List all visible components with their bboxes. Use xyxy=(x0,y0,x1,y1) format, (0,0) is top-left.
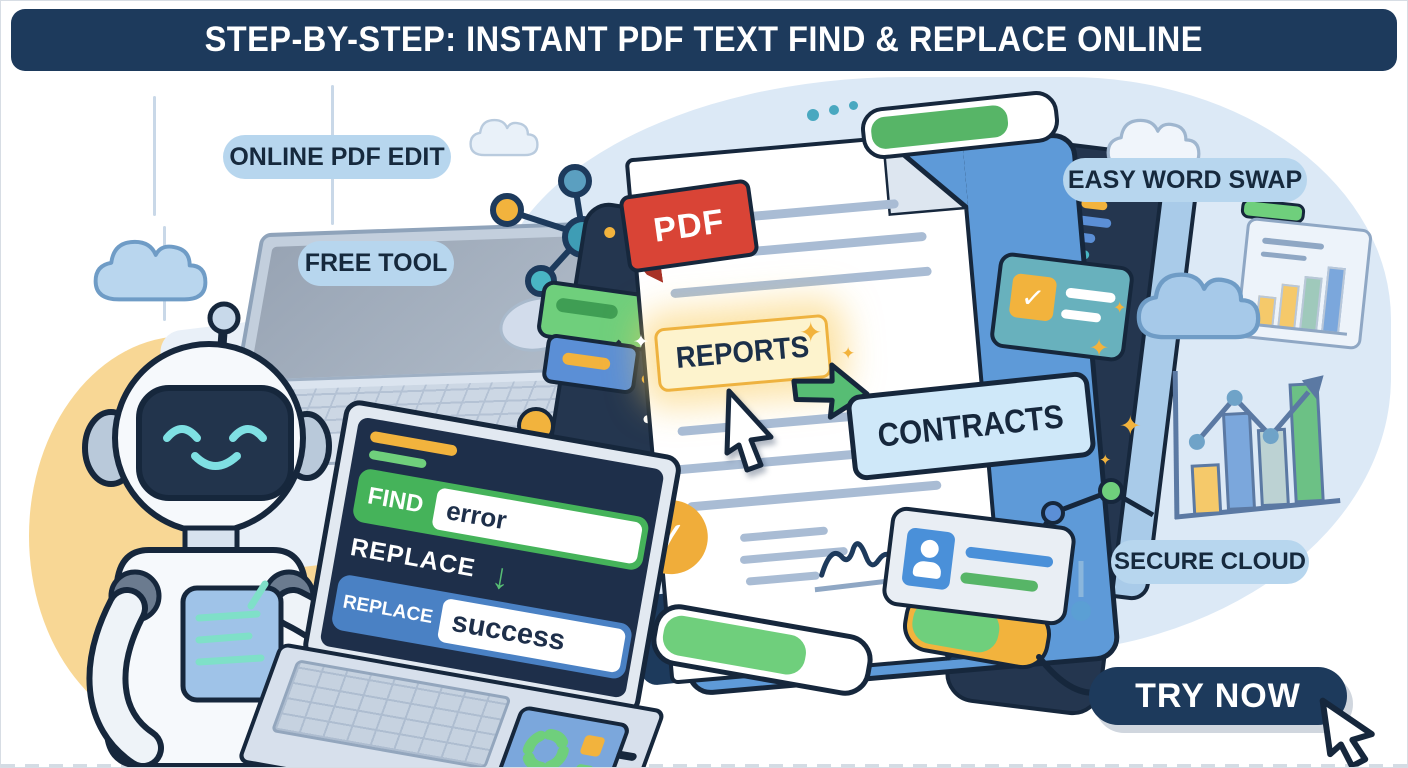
accent-bar xyxy=(368,449,428,469)
sparkle-icon: ✦ xyxy=(1089,335,1110,362)
laptop-base xyxy=(236,642,667,767)
sparkle-icon: ✦ xyxy=(1099,452,1112,469)
badge-label: SECURE CLOUD xyxy=(1113,548,1306,575)
avatar xyxy=(901,527,956,591)
replace-input[interactable]: success xyxy=(436,597,627,674)
replace-row-label: REPLACE xyxy=(341,591,435,628)
badge-secure-cloud: SECURE CLOUD xyxy=(1111,540,1309,584)
cloud-icon xyxy=(1106,118,1201,170)
down-arrow-icon: ↓ xyxy=(488,554,514,598)
find-replace-panel: FIND error REPLACE ↓ REPLACE success xyxy=(319,416,665,699)
text-line xyxy=(745,571,821,586)
cursor-icon xyxy=(724,388,774,473)
dot xyxy=(849,101,858,110)
dot xyxy=(807,109,819,121)
sparkle-icon: ✦ xyxy=(633,332,649,353)
wall-line xyxy=(153,96,156,216)
control-panel xyxy=(492,704,632,767)
badge-label: EASY WORD SWAP xyxy=(1067,165,1303,194)
pdf-badge-label: PDF xyxy=(651,201,727,250)
badge-online-pdf-edit: ONLINE PDF EDIT xyxy=(223,135,451,179)
badge-free-tool: FREE TOOL xyxy=(298,241,454,286)
find-replace-laptop: FIND error REPLACE ↓ REPLACE success xyxy=(236,393,685,767)
progress-fill xyxy=(869,104,1010,151)
text-line xyxy=(1065,287,1117,304)
growth-chart-icon xyxy=(1172,370,1341,520)
text-line xyxy=(959,571,1039,593)
find-label: FIND xyxy=(365,482,426,519)
replace-label: REPLACE xyxy=(348,533,478,583)
bottom-texture xyxy=(1,764,1407,767)
sparkle-icon: ✦ xyxy=(841,344,856,363)
cloud-icon xyxy=(469,118,539,157)
check-glyph: ✓ xyxy=(1019,280,1047,315)
try-now-button[interactable]: TRY NOW xyxy=(1089,667,1347,725)
sparkle-icon: ✦ xyxy=(1113,300,1127,317)
badge-label: ONLINE PDF EDIT xyxy=(229,142,445,171)
laptop-keyboard xyxy=(270,659,512,767)
header-banner: STEP-BY-STEP: INSTANT PDF TEXT FIND & RE… xyxy=(11,9,1397,71)
badge-label: FREE TOOL xyxy=(304,249,448,277)
try-now-label: TRY NOW xyxy=(1135,676,1301,715)
text-line xyxy=(1060,308,1102,323)
text-line xyxy=(670,266,932,299)
sparkle-icon: ✦ xyxy=(799,317,823,348)
sparkle-icon: ✦ xyxy=(1119,411,1142,441)
cursor-icon xyxy=(1319,697,1375,767)
dot xyxy=(829,105,839,115)
text-line xyxy=(964,546,1054,568)
cloud-icon xyxy=(93,239,208,302)
badge-easy-word-swap: EASY WORD SWAP xyxy=(1063,158,1307,202)
sync-icon xyxy=(522,728,570,767)
replacement-word-label: CONTRACTS xyxy=(876,397,1066,454)
check-square-icon: ✓ xyxy=(1008,272,1058,322)
node-stem-icon xyxy=(1071,561,1091,621)
cloud-icon xyxy=(1136,272,1261,340)
page-title: STEP-BY-STEP: INSTANT PDF TEXT FIND & RE… xyxy=(204,20,1204,59)
